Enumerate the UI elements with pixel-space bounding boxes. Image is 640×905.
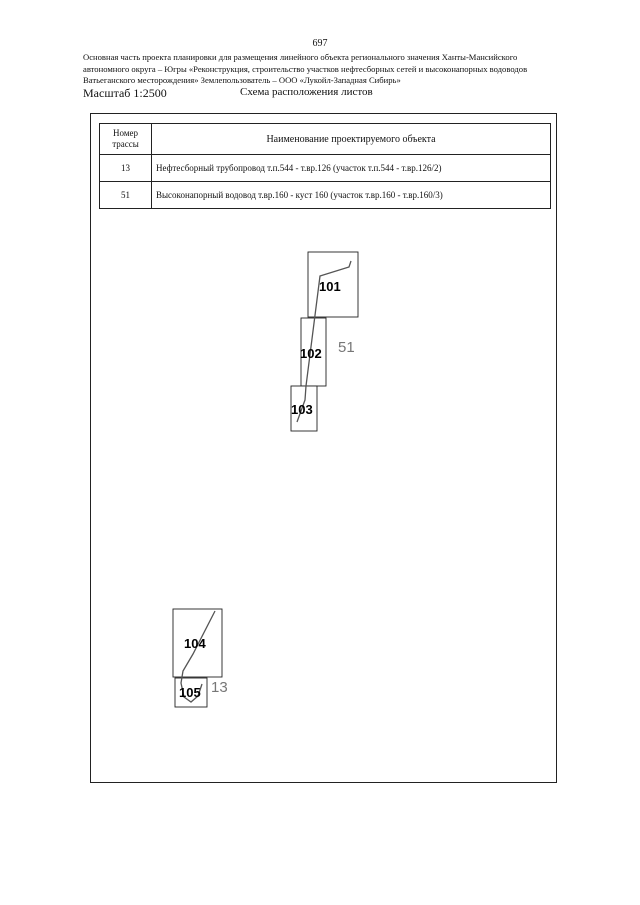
table-header-row: Номер трассы Наименование проектируемого…	[99, 123, 551, 155]
sheet-label-102: 102	[300, 346, 322, 361]
sheet-label-105: 105	[179, 685, 201, 700]
document-header: Основная часть проекта планировки для ра…	[83, 52, 603, 87]
routes-table: Номер трассы Наименование проектируемого…	[99, 123, 551, 209]
page-number: 697	[312, 38, 328, 49]
sheet-103-frame[interactable]	[290, 385, 318, 432]
route-13-line	[180, 610, 216, 703]
sheet-101-frame[interactable]	[307, 251, 359, 318]
sheet-label-103: 103	[291, 402, 313, 417]
route-number-cell: 51	[99, 181, 152, 209]
object-name-cell: Высоконапорный водовод т.вр.160 - куст 1…	[151, 181, 551, 209]
scheme-title: Схема расположения листов	[240, 86, 373, 98]
table-row: 51 Высоконапорный водовод т.вр.160 - кус…	[99, 181, 551, 209]
header-line: автономного округа – Югры «Реконструкция…	[83, 63, 528, 74]
route-51-line	[296, 260, 352, 423]
route-label-51: 51	[338, 339, 355, 356]
scale-label: Масштаб 1:2500	[83, 86, 167, 100]
map-frame	[90, 113, 557, 783]
header-object-name: Наименование проектируемого объекта	[151, 123, 551, 155]
sheet-104-frame[interactable]	[172, 608, 223, 678]
table-row: 13 Нефтесборный трубопровод т.п.544 - т.…	[99, 154, 551, 182]
sheet-label-101: 101	[319, 279, 341, 294]
header-route-number: Номер трассы	[99, 123, 152, 155]
header-line: Ватьеганского месторождения» Землепользо…	[83, 75, 401, 85]
sheet-label-104: 104	[184, 636, 206, 651]
route-label-13: 13	[211, 679, 228, 696]
header-line: Основная часть проекта планировки для ра…	[83, 52, 518, 62]
